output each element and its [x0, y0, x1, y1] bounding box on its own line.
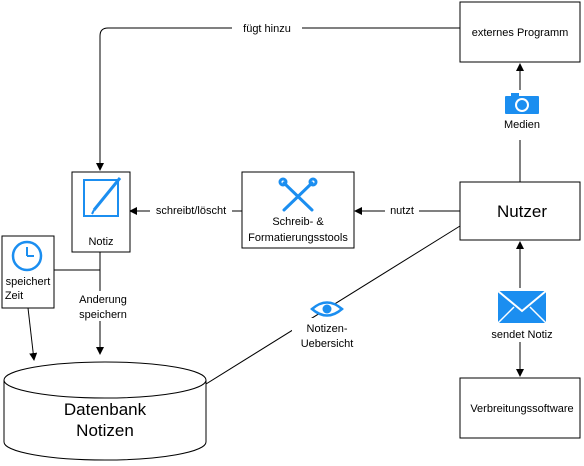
- edge-label-save-change-2: speichern: [79, 309, 127, 321]
- edge-label-overview-1: Notizen-: [307, 323, 348, 335]
- tools-icon: [278, 177, 318, 212]
- clock-icon: [11, 240, 43, 272]
- node-time-label-2: Zeit: [5, 290, 23, 302]
- node-user-label: Nutzer: [497, 202, 547, 221]
- edge-label-uses: nutzt: [390, 205, 414, 217]
- node-database: [3, 361, 207, 461]
- node-tools-label-1: Schreib- &: [272, 216, 324, 228]
- edge-label-adds: fügt hinzu: [243, 23, 291, 35]
- edge-label-media: Medien: [504, 119, 540, 131]
- node-external-program: [459, 1, 581, 63]
- edge-label-writes-deletes: schreibt/löscht: [156, 205, 226, 217]
- node-note-label: Notiz: [88, 236, 113, 248]
- node-user: [459, 181, 581, 241]
- edge-label-save-change-1: Anderung: [79, 294, 127, 306]
- edge-time-database: [27, 307, 38, 361]
- eye-icon: [310, 301, 344, 317]
- node-distribution: [459, 377, 581, 439]
- envelope-icon: [497, 290, 547, 324]
- camera-icon: [505, 93, 539, 114]
- pencil-icon: [83, 177, 122, 217]
- node-time-label-1: speichert: [6, 276, 51, 288]
- node-database-label-2: Notizen: [76, 421, 134, 440]
- node-distribution-label: Verbreitungssoftware: [470, 403, 573, 415]
- node-tools-label-2: Formatierungsstools: [248, 232, 348, 244]
- edge-label-sends-note: sendet Notiz: [491, 329, 552, 341]
- node-note: [71, 171, 131, 253]
- node-tools: [241, 171, 355, 249]
- edge-label-overview-2: Uebersicht: [301, 338, 354, 350]
- node-external-program-label: externes Programm: [472, 27, 569, 39]
- edge-adds: [96, 27, 460, 171]
- node-database-label-1: Datenbank: [64, 400, 147, 419]
